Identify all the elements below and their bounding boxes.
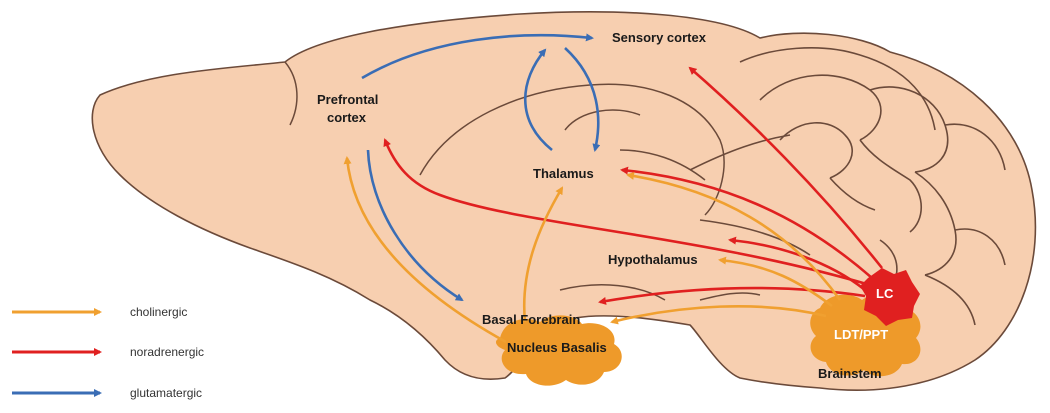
prefrontal-label-line1: Prefrontal (317, 92, 378, 107)
hypothalamus-label: Hypothalamus (608, 252, 698, 267)
legend: cholinergic noradrenergic glutamatergic (12, 305, 204, 400)
basal-forebrain-label: Basal Forebrain (482, 312, 580, 327)
lc-label: LC (876, 286, 894, 301)
brainstem-label: Brainstem (818, 366, 882, 381)
legend-noradrenergic-label: noradrenergic (130, 345, 204, 359)
ldt-ppt-label: LDT/PPT (834, 327, 888, 342)
prefrontal-label-line2: cortex (327, 110, 367, 125)
legend-glutamatergic-label: glutamatergic (130, 386, 202, 400)
nucleus-basalis-label: Nucleus Basalis (507, 340, 607, 355)
thalamus-label: Thalamus (533, 166, 594, 181)
sensory-cortex-label: Sensory cortex (612, 30, 707, 45)
legend-cholinergic-label: cholinergic (130, 305, 187, 319)
